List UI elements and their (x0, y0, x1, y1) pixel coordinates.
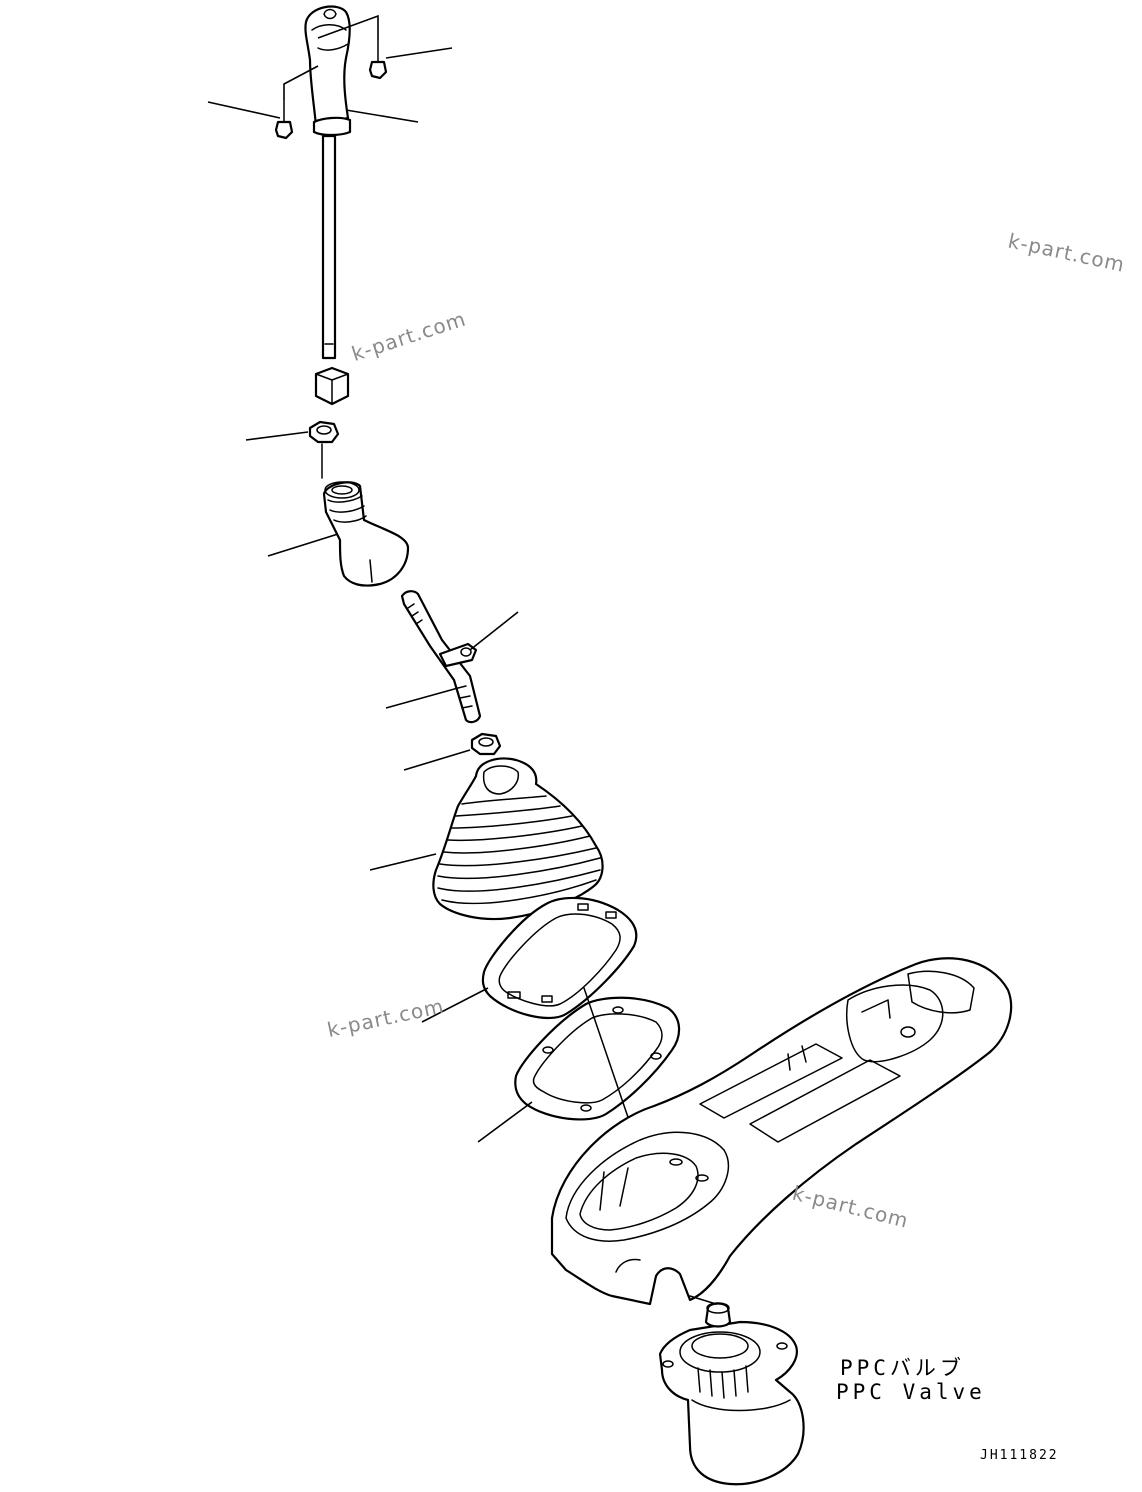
ppc-valve-label-en: PPC Valve (836, 1380, 986, 1404)
lever-rod (321, 134, 337, 360)
knob-screw-right (368, 39, 388, 80)
ppc-valve (658, 1302, 805, 1486)
nut-upper (308, 420, 340, 444)
ppc-valve-label-ja: PPCバルブ (840, 1356, 965, 1380)
lower-rod (400, 590, 482, 724)
leader-lower-rod (385, 687, 459, 709)
knob-screw-left (274, 99, 294, 140)
leader-nut-upper (245, 431, 309, 441)
leader-frame-plate (421, 987, 489, 1023)
leader-nut-lower (403, 749, 471, 771)
leader-adapter (267, 533, 339, 557)
leader-knob-screw-left (283, 65, 319, 100)
rod-end-block (314, 366, 350, 406)
boot-frame-plate (481, 896, 638, 1020)
leader-gasket (477, 1101, 533, 1143)
gasket (514, 996, 681, 1121)
rubber-boot (432, 757, 604, 921)
drawing-code: JH111822 (980, 1448, 1059, 1463)
leader-boot (369, 853, 437, 871)
axis-valve (689, 1295, 717, 1305)
lever-knob (304, 5, 352, 137)
nut-lower (470, 732, 502, 756)
leader-knob-screw-right (317, 14, 379, 40)
leader-knob (345, 109, 419, 123)
leader-knob-screw-left-2 (207, 101, 281, 119)
leader-knob-screw-right-2 (385, 47, 453, 59)
leader-lower-rod-collar (469, 611, 519, 651)
console-housing (550, 957, 1013, 1306)
lever-adapter (322, 481, 410, 587)
